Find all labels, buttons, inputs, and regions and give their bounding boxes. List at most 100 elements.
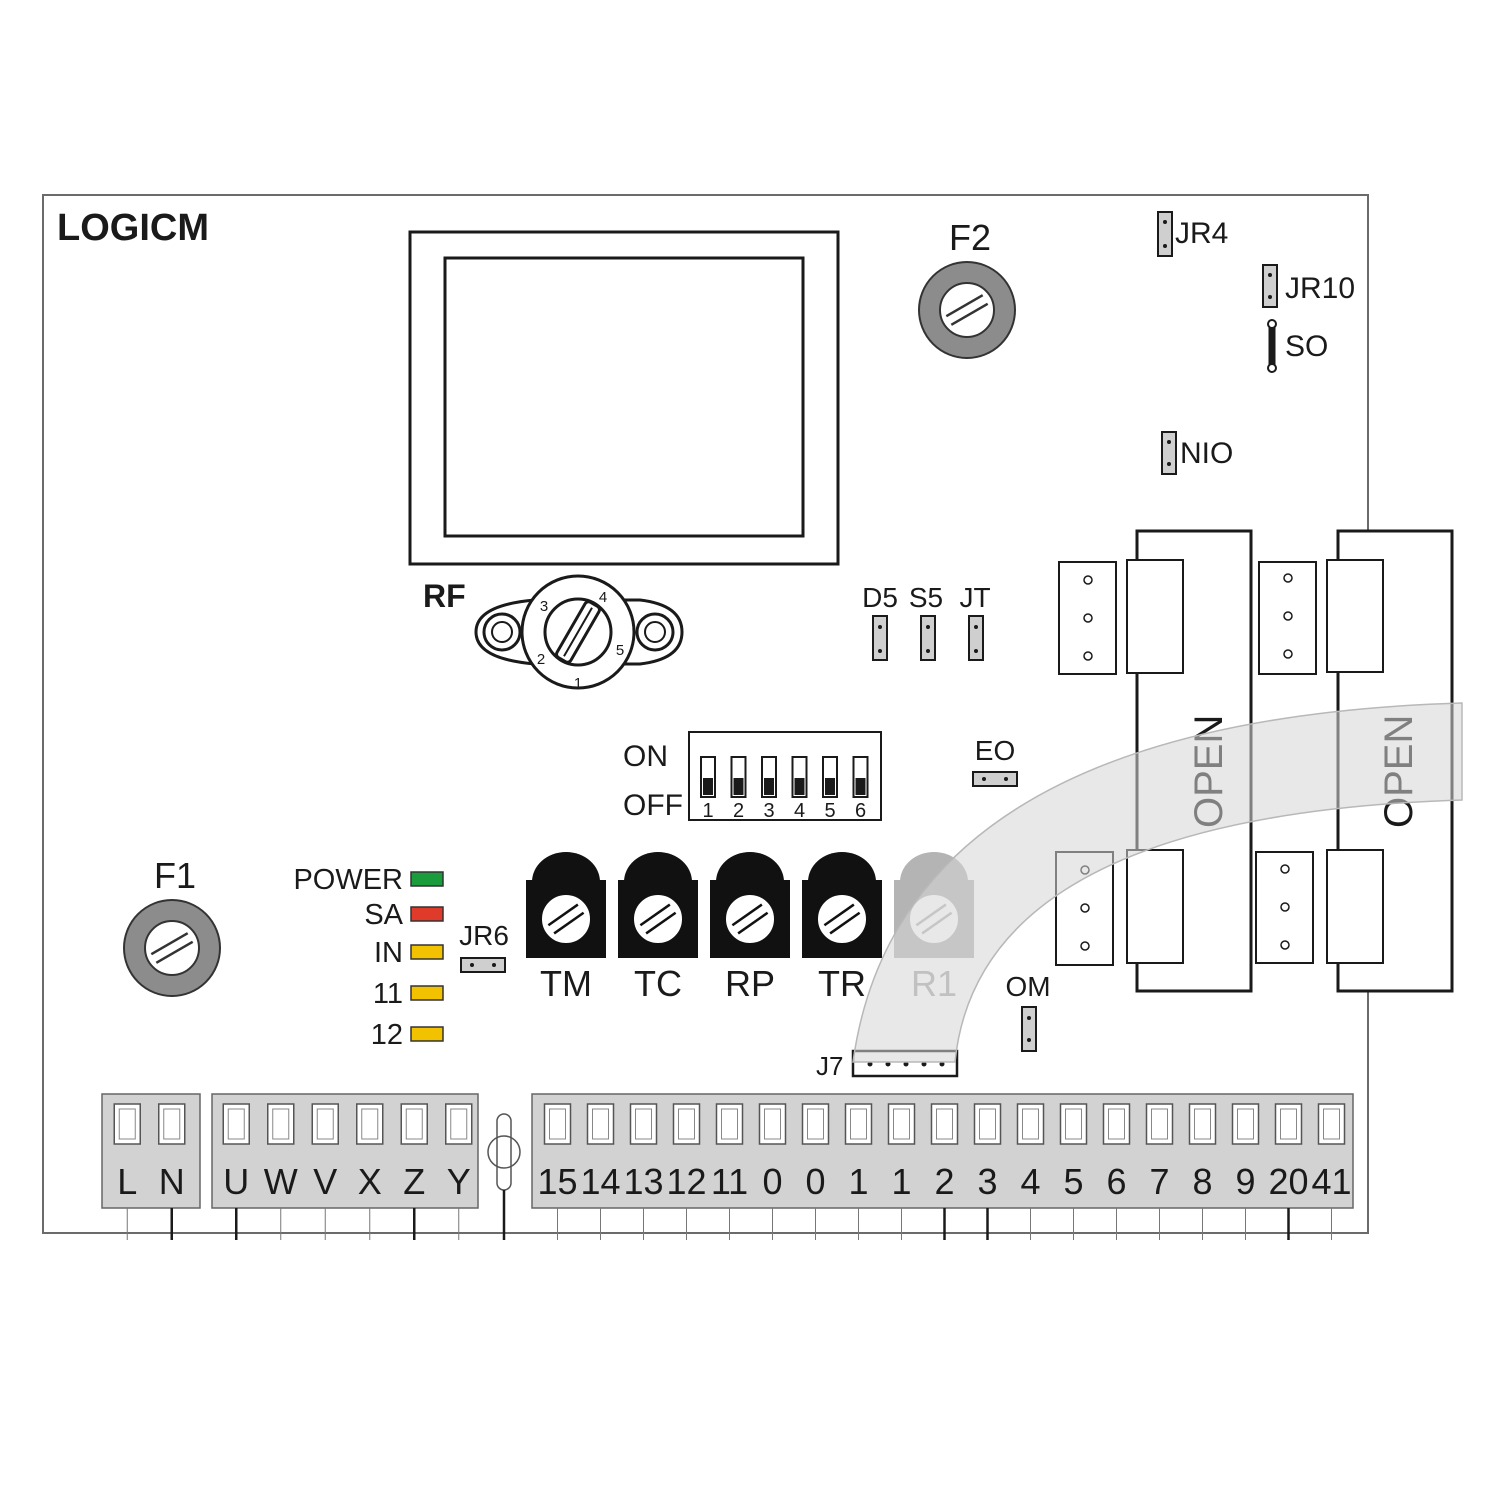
terminal-screw[interactable] xyxy=(1016,1103,1045,1145)
terminal-screw[interactable] xyxy=(1188,1103,1217,1145)
terminal-screw[interactable] xyxy=(1231,1103,1260,1145)
dip-switch-toggle[interactable] xyxy=(791,756,808,798)
dip-number: 2 xyxy=(733,800,744,822)
jumper-label-so: SO xyxy=(1285,330,1328,363)
trimmer-potentiometer[interactable] xyxy=(710,852,790,958)
terminal-label: Y xyxy=(447,1161,471,1202)
trimmer-label: TR xyxy=(818,963,866,1004)
jumper-label-jr4: JR4 xyxy=(1175,217,1228,250)
terminal-label: 15 xyxy=(537,1161,577,1202)
terminal-screw[interactable] xyxy=(311,1103,339,1145)
trimmer-potentiometer[interactable] xyxy=(618,852,698,958)
terminal-label: Z xyxy=(403,1161,425,1202)
terminal-label: 9 xyxy=(1235,1161,1255,1202)
terminal-label: 11 xyxy=(711,1161,748,1202)
terminal-screw[interactable] xyxy=(1274,1103,1303,1145)
jumper-jt[interactable] xyxy=(968,615,984,661)
terminal-screw[interactable] xyxy=(356,1103,384,1145)
jumper-so[interactable] xyxy=(1267,319,1277,373)
trimmer-label: TM xyxy=(540,963,592,1004)
terminal-label: 41 xyxy=(1311,1161,1351,1202)
terminal-screw[interactable] xyxy=(1059,1103,1088,1145)
terminal-label: 20 xyxy=(1268,1161,1308,1202)
rf-dial-number: 5 xyxy=(616,642,624,659)
jumper-label-om: OM xyxy=(1005,971,1050,1002)
terminal-label: 7 xyxy=(1149,1161,1169,1202)
terminal-screw[interactable] xyxy=(222,1103,250,1145)
trimmer-potentiometer[interactable] xyxy=(526,852,606,958)
terminal-screw[interactable] xyxy=(1102,1103,1131,1145)
fuse-f2[interactable] xyxy=(918,261,1016,359)
terminal-screw[interactable] xyxy=(629,1103,658,1145)
jumper-om[interactable] xyxy=(1021,1006,1037,1052)
terminal-label: 14 xyxy=(580,1161,620,1202)
terminal-label: 4 xyxy=(1020,1161,1040,1202)
jumper-label-nio: NIO xyxy=(1180,437,1233,470)
fuse-f1[interactable] xyxy=(123,899,221,997)
terminal-screw[interactable] xyxy=(930,1103,959,1145)
terminal-label: 13 xyxy=(623,1161,663,1202)
jumper-d5[interactable] xyxy=(872,615,888,661)
terminal-screw[interactable] xyxy=(113,1103,141,1145)
terminal-screw[interactable] xyxy=(1145,1103,1174,1145)
dip-switch-toggle[interactable] xyxy=(761,756,777,798)
rf-dial-numbers: 1 2 3 4 5 xyxy=(537,589,624,692)
ground-terminal[interactable] xyxy=(487,1113,521,1240)
terminal-screw[interactable] xyxy=(758,1103,787,1145)
dip-switch-toggle[interactable] xyxy=(730,756,747,798)
terminal-labels: L N U W V X Z Y 15 14 13 12 11 0 0 1 1 2… xyxy=(117,1161,1351,1202)
terminal-screw[interactable] xyxy=(715,1103,744,1145)
dip-number: 6 xyxy=(855,800,866,822)
terminal-screw[interactable] xyxy=(158,1103,186,1145)
terminal-label: 1 xyxy=(891,1161,911,1202)
jumper-label-jr10: JR10 xyxy=(1285,272,1355,305)
led-indicator xyxy=(410,871,444,887)
jumper-label-eo: EO xyxy=(975,735,1015,766)
dip-switch-toggle[interactable] xyxy=(822,756,838,798)
jumper-nio[interactable] xyxy=(1161,431,1177,475)
terminal-screw[interactable] xyxy=(267,1103,295,1145)
trimmer-label: TC xyxy=(634,963,682,1004)
terminal-label: L xyxy=(117,1161,137,1202)
led-label: IN xyxy=(374,937,403,969)
dip-switch-toggle[interactable] xyxy=(700,756,716,798)
dip-number: 5 xyxy=(824,800,835,822)
rf-dial-number: 1 xyxy=(574,675,582,692)
dip-switch-numbers: 1 2 3 4 5 6 xyxy=(702,800,866,822)
terminal-screw[interactable] xyxy=(672,1103,701,1145)
jumper-s5[interactable] xyxy=(920,615,936,661)
fuse-label-f1: F1 xyxy=(154,855,196,896)
led-label: 11 xyxy=(373,978,403,1010)
dip-switch-toggle[interactable] xyxy=(852,756,869,798)
jumper-jr4[interactable] xyxy=(1157,211,1173,257)
jumper-jr6[interactable] xyxy=(460,957,506,973)
rf-rotary-selector[interactable] xyxy=(474,574,684,690)
terminal-label: 2 xyxy=(934,1161,954,1202)
jumper-jr10[interactable] xyxy=(1262,264,1278,308)
terminal-screw[interactable] xyxy=(844,1103,873,1145)
led-label: SA xyxy=(364,899,403,931)
terminal-screw[interactable] xyxy=(973,1103,1002,1145)
jumper-eo[interactable] xyxy=(972,771,1018,787)
terminal-screw[interactable] xyxy=(445,1103,473,1145)
dip-switch xyxy=(688,731,882,821)
terminal-screw[interactable] xyxy=(801,1103,830,1145)
trimmer-label: RP xyxy=(725,963,775,1004)
jumper-label-jr6: JR6 xyxy=(459,920,509,951)
terminal-screw[interactable] xyxy=(543,1103,572,1145)
terminal-label: 6 xyxy=(1106,1161,1126,1202)
terminal-screw[interactable] xyxy=(1317,1103,1346,1145)
terminal-label: 8 xyxy=(1192,1161,1212,1202)
ribbon-cable xyxy=(852,702,1463,1063)
terminal-screw[interactable] xyxy=(887,1103,916,1145)
rf-dial-number: 3 xyxy=(540,598,548,615)
led-label: 12 xyxy=(371,1019,403,1051)
dip-number: 1 xyxy=(702,800,713,822)
trimmer-potentiometer[interactable] xyxy=(802,852,882,958)
dip-off-label: OFF xyxy=(623,789,683,822)
terminal-screw[interactable] xyxy=(586,1103,615,1145)
terminal-screw[interactable] xyxy=(400,1103,428,1145)
terminal-label: X xyxy=(358,1161,382,1202)
jumper-label-d5: D5 xyxy=(862,582,898,613)
